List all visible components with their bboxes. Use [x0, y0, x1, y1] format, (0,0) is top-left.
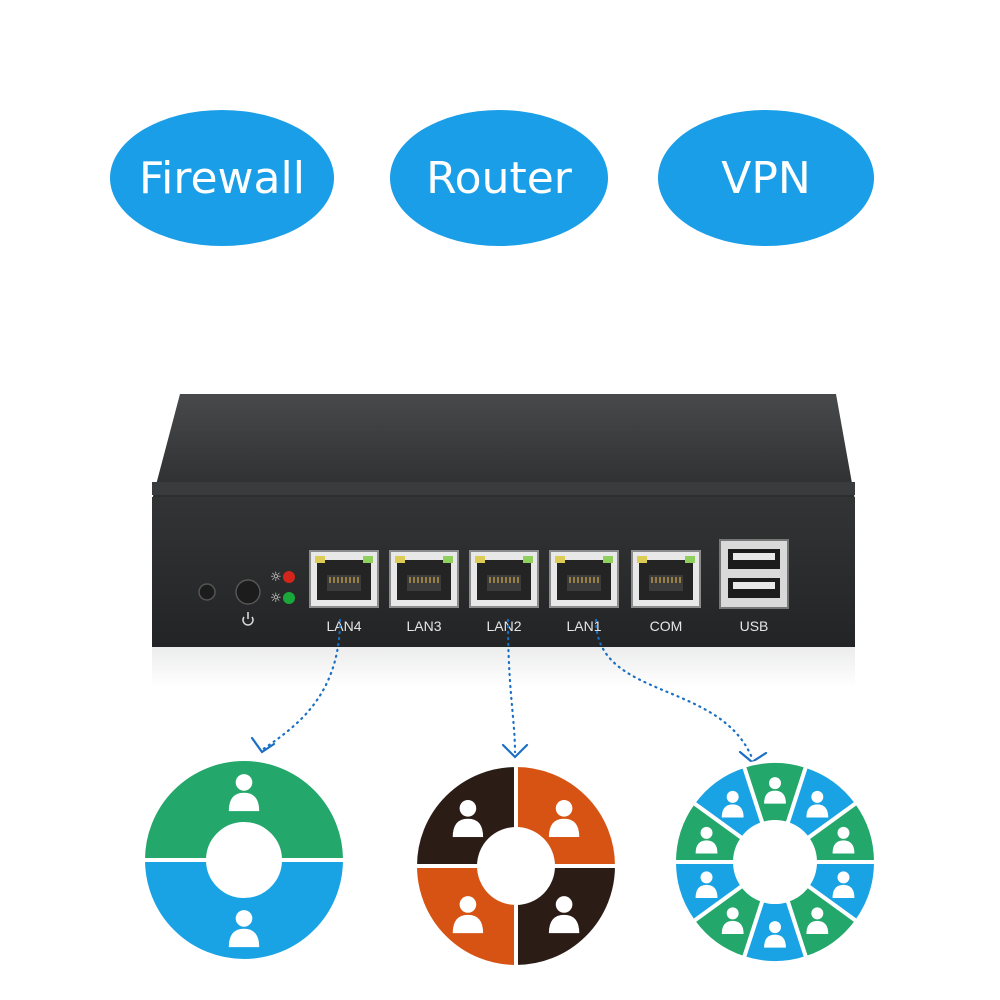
firewall-appliance: ☼ ☼ LAN4 LAN3 LAN2 LAN1 COM USB: [152, 394, 855, 687]
user-group-lan4: [140, 757, 348, 963]
power-led-icon: [283, 571, 295, 583]
device-seam: [152, 482, 855, 495]
group-segment: [690, 763, 766, 842]
port-row: LAN4 LAN3 LAN2 LAN1 COM: [309, 550, 701, 634]
hdd-led-icon: [283, 592, 295, 604]
user-group-lan2: [412, 762, 620, 970]
port-led-right: [685, 556, 695, 563]
device-top: [152, 394, 855, 500]
connector-arrows: [250, 736, 768, 764]
router-label: Router: [426, 152, 572, 204]
port-led-left: [555, 556, 565, 563]
power-button[interactable]: [235, 579, 261, 605]
port-label-lan4: LAN4: [326, 618, 361, 634]
port-led-right: [523, 556, 533, 563]
port-lan3[interactable]: LAN3: [389, 550, 459, 634]
network-groups: [140, 757, 879, 970]
port-label-com: COM: [650, 618, 683, 634]
port-contacts: [487, 575, 521, 591]
port-led-left: [637, 556, 647, 563]
port-label-lan2: LAN2: [486, 618, 521, 634]
port-led-left: [475, 556, 485, 563]
port-lan1[interactable]: LAN1: [549, 550, 619, 634]
connection-lines: [260, 618, 754, 760]
vpn-label: VPN: [721, 152, 811, 204]
hdd-led-symbol: ☼: [270, 591, 282, 606]
port-lan4[interactable]: LAN4: [309, 550, 379, 634]
connector-lan1: [594, 618, 754, 760]
port-contacts: [407, 575, 441, 591]
router-badge: Router: [390, 110, 608, 246]
arrow-lan4-icon: [250, 736, 276, 754]
port-led-left: [395, 556, 405, 563]
port-com[interactable]: COM: [631, 550, 701, 634]
power-led-symbol: ☼: [270, 570, 282, 585]
connector-lan2: [506, 618, 517, 754]
port-led-left: [315, 556, 325, 563]
vpn-badge: VPN: [658, 110, 874, 246]
port-label-lan3: LAN3: [406, 618, 441, 634]
power-button-icon: [242, 612, 254, 626]
firewall-label: Firewall: [139, 152, 305, 204]
port-contacts: [649, 575, 683, 591]
port-led-right: [603, 556, 613, 563]
port-contacts: [327, 575, 361, 591]
user-group-lan1: [671, 759, 879, 965]
port-label-usb: USB: [740, 618, 769, 634]
port-contacts: [567, 575, 601, 591]
firewall-badge: Firewall: [110, 110, 334, 246]
reset-button[interactable]: [198, 583, 216, 601]
device-reflection: [152, 647, 855, 687]
port-label-lan1: LAN1: [566, 618, 601, 634]
port-lan2[interactable]: LAN2: [469, 550, 539, 634]
port-led-right: [443, 556, 453, 563]
usb-port-icon[interactable]: [719, 539, 789, 609]
port-led-right: [363, 556, 373, 563]
arrow-lan2-icon: [501, 743, 529, 759]
connector-lan4: [260, 618, 342, 752]
